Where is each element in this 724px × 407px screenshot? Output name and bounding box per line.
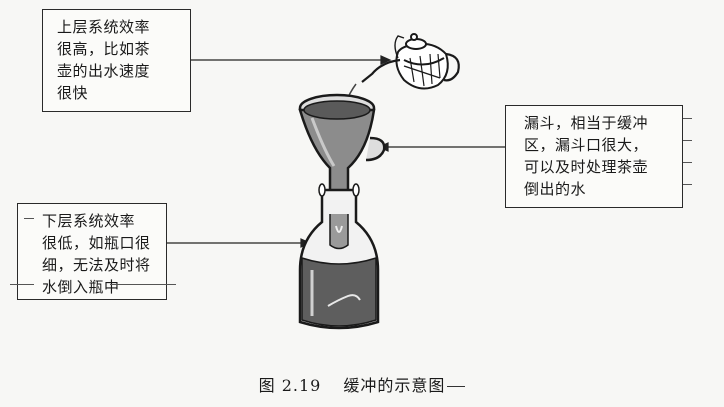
note-line: 漏斗，相当于缓冲	[524, 114, 649, 132]
note-line: 很低，如瓶口很	[42, 234, 151, 252]
note-tick	[24, 218, 34, 219]
figure-title: 缓冲的示意图	[343, 376, 446, 395]
note-line: 细，无法及时将	[42, 256, 151, 274]
note-tick	[683, 140, 692, 141]
note-tick	[683, 118, 692, 119]
figure-caption: 图 2.19 缓冲的示意图	[0, 372, 724, 396]
teapot	[361, 33, 460, 90]
note-line: 壶的出水速度	[57, 62, 151, 80]
upper-system-note: 上层系统效率 很高，比如茶 壶的出水速度 很快	[42, 9, 191, 112]
note-line: 区，漏斗口很大，	[524, 136, 649, 154]
note-tick	[110, 284, 176, 285]
note-tick	[10, 284, 34, 285]
arrowhead-teapot	[380, 55, 392, 65]
note-line: 很快	[57, 84, 89, 102]
lower-system-note: 下层系统效率 很低，如瓶口很 细，无法及时将 水倒入瓶中	[17, 203, 167, 300]
buffer-funnel-note: 漏斗，相当于缓冲 区，漏斗口很大， 可以及时处理茶壶 倒出的水	[505, 105, 683, 208]
note-line: 倒出的水	[524, 180, 587, 198]
note-tick	[683, 184, 692, 185]
note-line: 水倒入瓶中	[42, 278, 120, 296]
bottle	[298, 183, 380, 330]
caption-underline	[447, 386, 466, 387]
note-line: 下层系统效率	[42, 212, 136, 230]
note-line: 上层系统效率	[57, 18, 151, 36]
note-tick	[683, 162, 692, 163]
note-line: 很高，比如茶	[57, 40, 151, 58]
note-line: 可以及时处理茶壶	[524, 158, 649, 176]
figure-number: 图 2.19	[258, 376, 322, 395]
